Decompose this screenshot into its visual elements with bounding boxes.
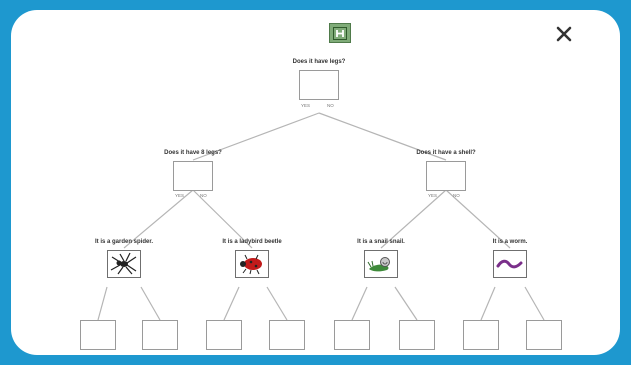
ladybird-icon [240, 254, 262, 275]
question-shell: Does it have a shell? [416, 150, 476, 156]
leaf-card-snail[interactable] [364, 250, 398, 278]
empty-answer-box-7[interactable] [463, 320, 499, 350]
snail-icon [367, 257, 390, 272]
root-yes-label: YES [301, 103, 311, 108]
shell-yes-label: YES [428, 193, 438, 198]
leaf-card-worm[interactable] [493, 250, 527, 278]
worm-icon [496, 259, 523, 269]
close-icon [556, 26, 572, 42]
leaf-label-snail: It is a snail snail. [357, 239, 405, 245]
empty-answer-box-3[interactable] [206, 320, 242, 350]
empty-answer-box-1[interactable] [80, 320, 116, 350]
leaf-card-ladybird[interactable] [235, 250, 269, 278]
close-button[interactable] [554, 24, 574, 44]
shell-no-label: NO [453, 193, 460, 198]
spider-icon [110, 252, 137, 275]
leaf-card-spider[interactable] [107, 250, 141, 278]
connector-lines [97, 112, 545, 321]
empty-answer-box-4[interactable] [269, 320, 305, 350]
leaf-label-worm: It is a worm. [492, 239, 528, 245]
question-eight-legs: Does it have 8 legs? [164, 150, 222, 156]
empty-answer-box-5[interactable] [334, 320, 370, 350]
hint-button[interactable] [329, 23, 351, 43]
eight-legs-answer-box[interactable] [173, 161, 213, 191]
empty-answer-box-6[interactable] [399, 320, 435, 350]
root-answer-box[interactable] [299, 70, 339, 100]
key-diagram-panel: Does it have legs? YES NO Does it have 8… [11, 10, 620, 355]
tree-icon [333, 26, 347, 40]
empty-answer-box-8[interactable] [526, 320, 562, 350]
leaf-label-spider: It is a garden spider. [94, 239, 154, 245]
leaf-label-ladybird: It is a ladybird beetle [222, 239, 282, 245]
empty-answer-box-2[interactable] [142, 320, 178, 350]
eight-legs-yes-label: YES [175, 193, 185, 198]
root-question: Does it have legs? [292, 59, 346, 65]
shell-answer-box[interactable] [426, 161, 466, 191]
root-no-label: NO [327, 103, 334, 108]
eight-legs-no-label: NO [200, 193, 207, 198]
